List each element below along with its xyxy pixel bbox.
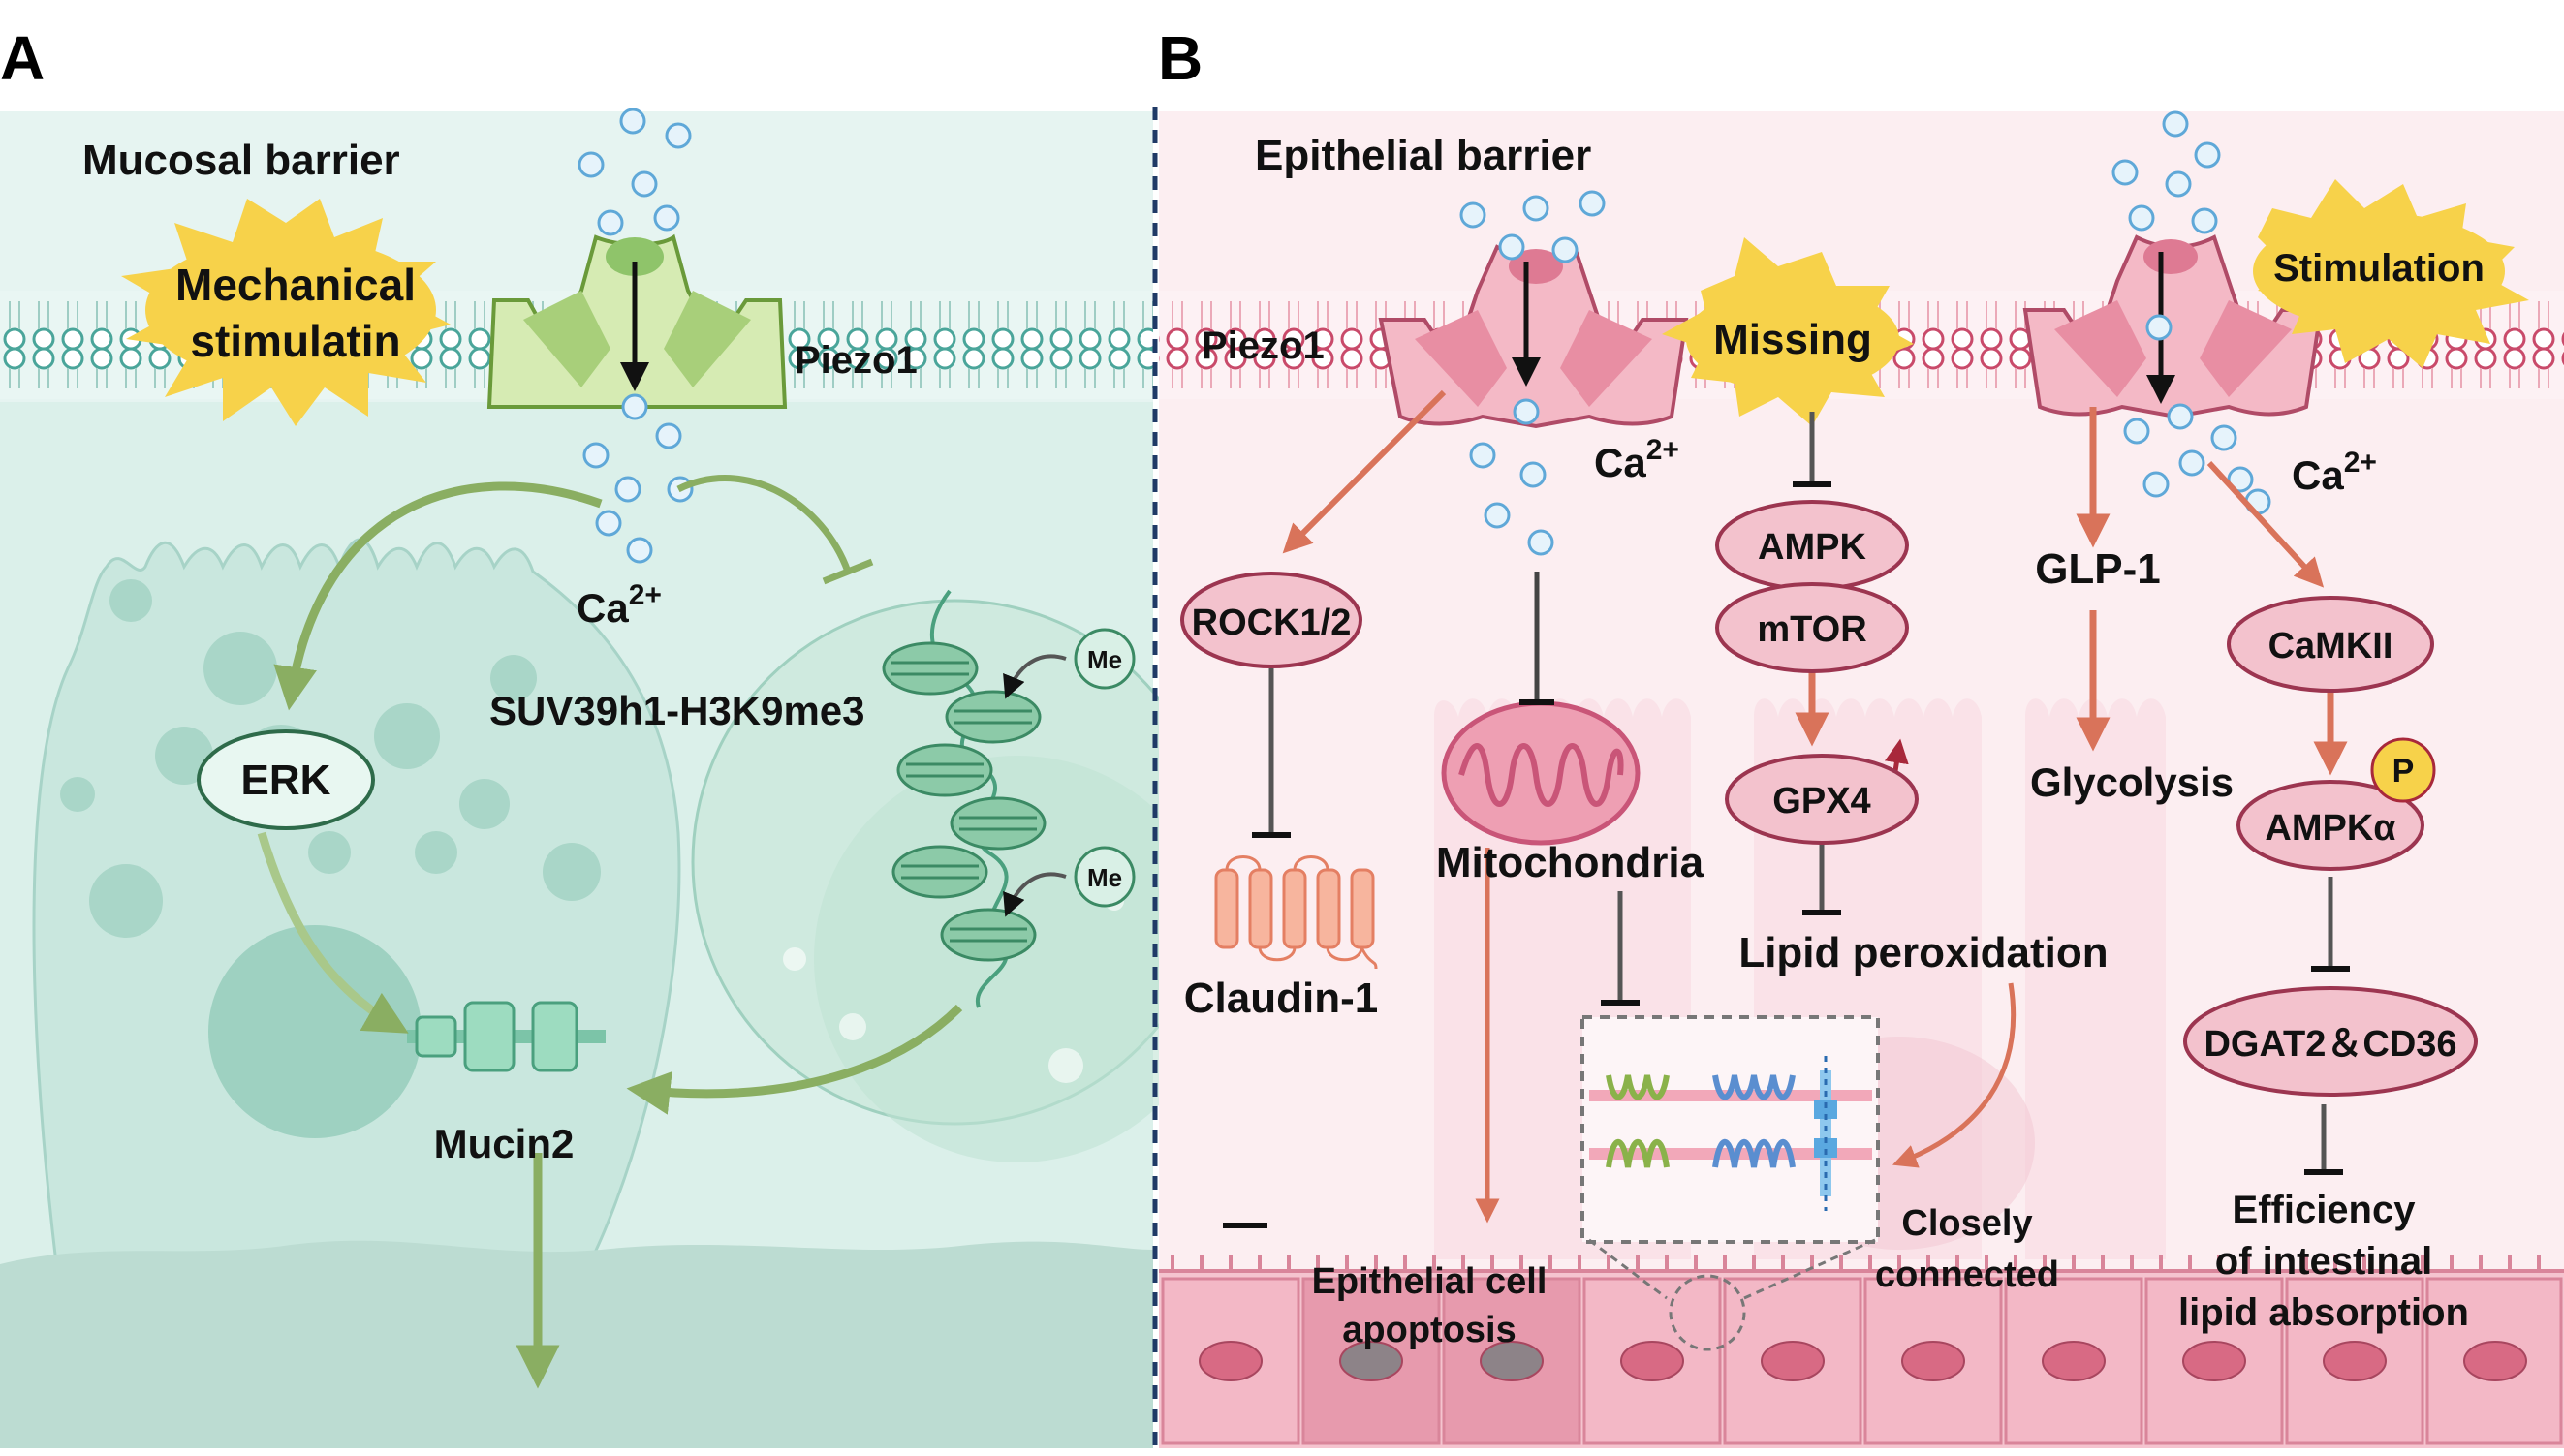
efficiency-label: lipid absorption — [2178, 1291, 2469, 1334]
closely-connected-label: Closely — [1901, 1203, 2032, 1244]
panel-label-a: A — [0, 23, 45, 93]
nucleosome — [896, 743, 993, 797]
methyl-group — [1074, 628, 1136, 690]
panel-label-b: B — [1158, 23, 1203, 93]
apoptosis-label: Epithelial cell — [1312, 1261, 1548, 1302]
glycolysis-label: Glycolysis — [2030, 759, 2234, 805]
missing-label: Missing — [1713, 316, 1872, 363]
cell-nuclei — [1199, 1341, 2527, 1381]
epithelial-cells — [1161, 1277, 2563, 1445]
mtor-label: mTOR — [1757, 609, 1866, 650]
goblet-nucleus — [208, 925, 422, 1138]
piezo1-label: Piezo1 — [795, 339, 918, 382]
rock-label: ROCK1/2 — [1192, 603, 1352, 643]
nucleosome — [940, 908, 1037, 962]
mechanical-stimulation-label: Mechanical — [175, 260, 416, 310]
calcium-label: Ca2+ — [1594, 434, 1679, 485]
suv39h1-h3k9me3-label: SUV39h1-H3K9me3 — [489, 688, 865, 733]
phospho-badge — [2370, 737, 2436, 803]
nucleosome — [882, 641, 979, 696]
erk-node — [197, 729, 375, 830]
goblet-cell — [32, 538, 681, 1281]
phospho-label: P — [2392, 753, 2415, 790]
panel-b: Epithelial barrier Piezo1 Missing Stimul… — [1159, 110, 2564, 1448]
methyl-label: Me — [1087, 863, 1122, 892]
gpx4-node — [1725, 754, 1919, 845]
mucin2-label: Mucin2 — [434, 1121, 575, 1166]
mtor-node — [1715, 582, 1909, 673]
efficiency-label: Efficiency — [2233, 1189, 2417, 1231]
claudin-1-protein — [1214, 855, 1378, 970]
lipid-peroxidation-label: Lipid peroxidation — [1738, 929, 2108, 976]
mechanical-stimulation-label: stimulatin — [190, 316, 400, 366]
calcium-ions — [578, 108, 694, 564]
methyl-group — [1074, 846, 1136, 908]
glp-1-label: GLP-1 — [2035, 545, 2161, 593]
calcium-label: Ca2+ — [577, 579, 662, 631]
dgat-cd36-node — [2183, 986, 2478, 1097]
dgat-cd36-label: DGAT2＆CD36 — [2204, 1024, 2456, 1065]
methyl-label: Me — [1087, 645, 1122, 674]
nucleosome — [891, 845, 988, 899]
camkii-label: CaMKII — [2268, 626, 2393, 666]
epithelial-cell-outline — [2025, 698, 2166, 1259]
basal-layer — [0, 1240, 1153, 1448]
ampka-label: AMPKα — [2265, 808, 2395, 849]
gpx4-label: GPX4 — [1772, 781, 1870, 821]
tight-junction-inset — [1580, 1015, 1880, 1244]
rock-node — [1180, 572, 1362, 668]
apoptosis-label: apoptosis — [1342, 1310, 1516, 1350]
camkii-node — [2227, 596, 2434, 693]
ampka-node — [2236, 780, 2424, 871]
mitochondria-label: Mitochondria — [1436, 839, 1704, 886]
piezo1-channel — [486, 233, 788, 409]
closely-connected-label: connected — [1875, 1255, 2059, 1295]
piezo1-channel — [2022, 234, 2324, 419]
panel-a-title: Mucosal barrier — [82, 137, 400, 184]
piezo1-label: Piezo1 — [1202, 325, 1325, 367]
calcium-label: Ca2+ — [2292, 447, 2377, 498]
efficiency-label: of intestinal — [2215, 1240, 2432, 1283]
stimulation-label: Stimulation — [2273, 247, 2485, 290]
calcium-ions — [1459, 110, 2271, 556]
panel-a: Me Me — [0, 108, 1221, 1448]
nucleosome — [950, 796, 1047, 851]
piezo1-channel — [1378, 244, 1689, 429]
claudin-1-label: Claudin-1 — [1184, 975, 1378, 1022]
nucleosome — [945, 690, 1042, 744]
mucin2-gene — [407, 1001, 606, 1072]
ampk-label: AMPK — [1758, 527, 1866, 568]
erk-label: ERK — [241, 757, 331, 804]
mitochondrion — [1441, 700, 1641, 846]
panel-b-title: Epithelial barrier — [1255, 132, 1591, 179]
inhibition-lines — [1223, 412, 2350, 1228]
